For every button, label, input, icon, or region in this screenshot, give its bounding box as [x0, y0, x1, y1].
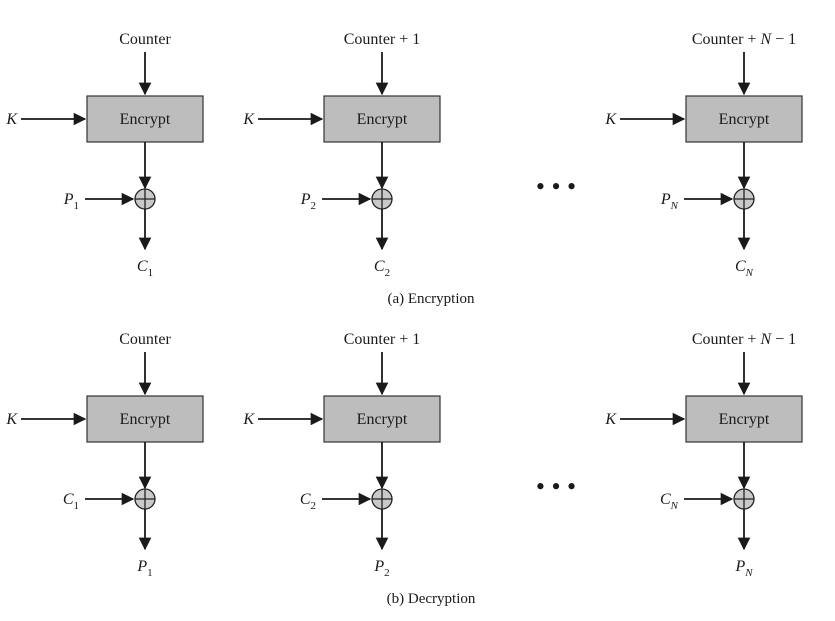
encrypt-box-label: Encrypt	[719, 111, 770, 128]
ellipsis: • • •	[536, 472, 576, 501]
counter-label: Counter + 1	[344, 331, 421, 348]
panel-caption: (b) Decryption	[387, 591, 476, 607]
output-block-label: C1	[137, 258, 153, 279]
stage-3: Counter + N − 1 Encrypt K CN PN	[604, 331, 803, 579]
stage-3: Counter + N − 1 Encrypt K PN CN	[604, 31, 803, 279]
xor-icon	[371, 188, 393, 210]
encrypt-box	[323, 95, 441, 143]
key-label: K	[604, 111, 617, 128]
encrypt-box	[86, 395, 204, 443]
ellipsis: • • •	[536, 172, 576, 201]
encrypt-box-label: Encrypt	[120, 111, 171, 128]
key-label: K	[604, 411, 617, 428]
encrypt-box-label: Encrypt	[357, 111, 408, 128]
input-block-label: P2	[300, 191, 316, 212]
key-label: K	[242, 411, 255, 428]
encrypt-box-label: Encrypt	[719, 411, 770, 428]
input-block-label: CN	[660, 491, 679, 512]
input-block-label: P1	[63, 191, 79, 212]
output-block-label: PN	[734, 558, 753, 579]
encrypt-box-label: Encrypt	[357, 411, 408, 428]
xor-icon	[733, 188, 755, 210]
counter-label: Counter + 1	[344, 31, 421, 48]
key-label: K	[5, 411, 18, 428]
panel-caption: (a) Encryption	[387, 291, 475, 307]
counter-label: Counter	[119, 31, 171, 48]
encrypt-box	[323, 395, 441, 443]
counter-label: Counter	[119, 331, 171, 348]
xor-icon	[134, 188, 156, 210]
xor-icon	[371, 488, 393, 510]
encrypt-box-label: Encrypt	[120, 411, 171, 428]
counter-label: Counter + N − 1	[692, 31, 796, 48]
output-block-label: P2	[373, 558, 389, 579]
encrypt-box	[685, 95, 803, 143]
input-block-label: C1	[63, 491, 79, 512]
key-label: K	[242, 111, 255, 128]
output-block-label: P1	[136, 558, 152, 579]
input-block-label: PN	[660, 191, 679, 212]
input-block-label: C2	[300, 491, 316, 512]
output-block-label: CN	[735, 258, 754, 279]
key-label: K	[5, 111, 18, 128]
output-block-label: C2	[374, 258, 390, 279]
xor-icon	[733, 488, 755, 510]
xor-icon	[134, 488, 156, 510]
counter-label: Counter + N − 1	[692, 331, 796, 348]
